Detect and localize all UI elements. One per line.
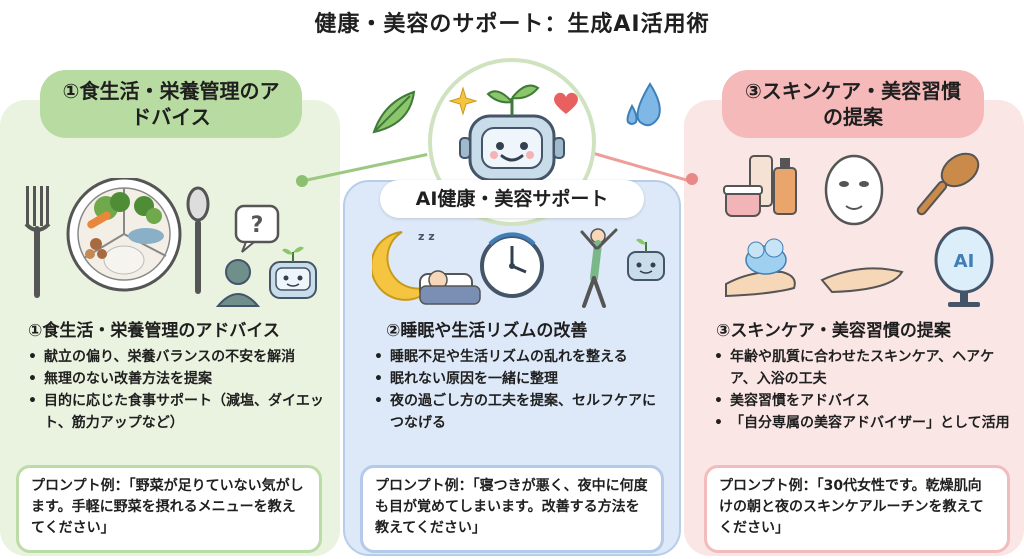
food-plate-icon — [66, 178, 182, 292]
list-item: 夜の過ごし方の工夫を提案、セルフケアにつなげる — [372, 390, 662, 434]
diet-heading: ①食生活・栄養管理のアドバイス — [28, 321, 280, 341]
diet-prompt-example: プロンプト例：「野菜が足りていない気がします。手軽に野菜を摂れるメニューを教えて… — [16, 465, 322, 553]
connector-right-dot — [686, 173, 698, 185]
page-title: 健康・美容のサポート：生成AI活用術 — [314, 12, 710, 37]
robot-icon — [627, 238, 665, 281]
fork-icon — [24, 186, 51, 298]
face-mask-icon — [824, 154, 884, 226]
skin-bullet-list: 年齢や肌質に合わせたスキンケア、ヘアケア、入浴の工夫 美容習慣をアドバイス 「自… — [712, 346, 1012, 434]
foam-hand-icon — [725, 238, 796, 298]
list-item: 無理のない改善方法を提案 — [26, 368, 326, 390]
skin-illustration: AI — [723, 152, 994, 307]
sleep-prompt-example: プロンプト例：「寝つきが悪く、夜中に何度も目が覚めてしまいます。改善する方法を教… — [360, 465, 664, 553]
diet-pill: ①食生活・栄養管理のアドバイス — [40, 70, 302, 138]
question-bubble-icon: ? — [234, 204, 280, 253]
leaf-icon — [372, 90, 416, 134]
list-item: 睡眠不足や生活リズムの乱れを整える — [372, 346, 662, 368]
sleep-heading: ②睡眠や生活リズムの改善 — [386, 321, 588, 341]
skin-pill: ③スキンケア・美容習慣の提案 — [722, 70, 984, 138]
center-label: AI健康・美容サポート — [380, 180, 644, 218]
list-item: 「自分専属の美容アドバイザー」として活用 — [712, 412, 1012, 434]
svg-text:AI: AI — [954, 251, 975, 272]
hairbrush-icon — [916, 152, 980, 216]
svg-text:?: ? — [251, 213, 264, 238]
moon-sleep-icon: z z — [372, 230, 481, 305]
sleep-illustration: z z — [372, 228, 665, 308]
ai-mirror-icon: AI — [934, 226, 994, 307]
water-drop-icon — [626, 82, 661, 127]
stretching-person-icon — [580, 228, 618, 308]
skin-prompt-example: プロンプト例：「30代女性です。乾燥肌向けの朝と夜のスキンケアルーチンを教えてく… — [704, 465, 1010, 553]
robot-icon — [269, 246, 317, 299]
sparkle-icon — [448, 86, 478, 116]
list-item: 年齢や肌質に合わせたスキンケア、ヘアケア、入浴の工夫 — [712, 346, 1012, 390]
diet-illustration: ? — [24, 178, 317, 307]
person-icon — [215, 259, 261, 307]
list-item: 献立の偏り、栄養バランスの不安を解消 — [26, 346, 326, 368]
list-item: 目的に応じた食事サポート（減塩、ダイエット、筋力アップなど） — [26, 390, 326, 434]
skin-heading: ③スキンケア・美容習慣の提案 — [716, 321, 951, 341]
list-item: 美容習慣をアドバイス — [712, 390, 1012, 412]
clock-icon — [480, 232, 544, 298]
cosmetics-icon — [723, 155, 797, 217]
diet-bullet-list: 献立の偏り、栄養バランスの不安を解消 無理のない改善方法を提案 目的に応じた食事… — [26, 346, 326, 434]
connector-right — [593, 152, 691, 183]
spoon-icon — [186, 186, 210, 294]
face-palm-icon — [820, 267, 904, 294]
svg-text:z z: z z — [418, 230, 435, 243]
sleep-bullet-list: 睡眠不足や生活リズムの乱れを整える 眠れない原因を一緒に整理 夜の過ごし方の工夫… — [372, 346, 662, 434]
list-item: 眠れない原因を一緒に整理 — [372, 368, 662, 390]
heart-icon — [554, 92, 578, 114]
connector-left-dot — [296, 175, 308, 187]
robot-icon — [459, 84, 565, 182]
